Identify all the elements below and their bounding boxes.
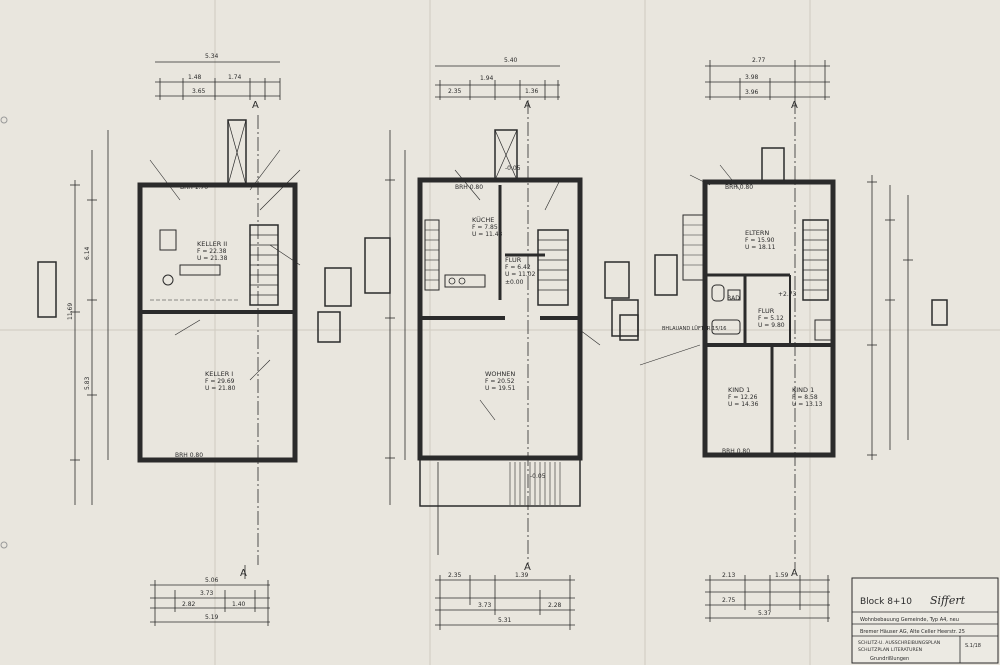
office-line: SCHLITZPLAN LITERATUREN bbox=[858, 647, 922, 653]
keller-side-dim: 6.14 bbox=[84, 246, 91, 260]
keller-plan bbox=[37, 61, 352, 626]
og-bottom-dim: 2.75 bbox=[722, 597, 736, 604]
og-room-perimeter: U = 13.13 bbox=[792, 401, 823, 408]
og-room-name: KIND 1 bbox=[728, 386, 750, 394]
eg-room-area: F = 6.42 bbox=[505, 264, 531, 271]
eg-top-dim: 2.35 bbox=[448, 88, 462, 95]
eg-room-perimeter: U = 11.43 bbox=[472, 231, 503, 238]
punch-hole bbox=[0, 541, 8, 549]
eg-bottom-dim: 2.28 bbox=[548, 602, 562, 609]
og-top-dim: 3.98 bbox=[745, 74, 759, 81]
keller-brh-bottom: BRH 0.80 bbox=[175, 452, 203, 459]
keller-side-dim: 5.83 bbox=[84, 376, 91, 390]
eg-bottom-dim: 2.35 bbox=[448, 572, 462, 579]
eg-level: -0.05 bbox=[530, 473, 546, 480]
og-text: A A ELTERN F = 15.90 U = 18.11 BAD FLUR … bbox=[662, 57, 823, 617]
sheet-code: S.1/18 bbox=[965, 643, 981, 649]
og-section-mark-top: A bbox=[791, 100, 798, 111]
keller-room-name: KELLER I bbox=[205, 370, 233, 378]
eg-bottom-dim: 5.31 bbox=[498, 617, 512, 624]
og-room-area: F = 5.12 bbox=[758, 315, 784, 322]
keller-top-dim: 5.34 bbox=[205, 53, 219, 60]
og-bottom-dim: 2.13 bbox=[722, 572, 736, 579]
og-top-dim: 3.96 bbox=[745, 89, 759, 96]
og-section-mark-bottom: A bbox=[791, 568, 798, 579]
keller-room-area: F = 22.38 bbox=[197, 248, 227, 255]
keller-brh-top: BRH 1.70 bbox=[180, 184, 208, 191]
og-room-area: F = 12.26 bbox=[728, 394, 758, 401]
keller-side-dim: 11.69 bbox=[67, 303, 74, 320]
title-block: Block 8+10 Siffert Wohnbebauung Gemeinde… bbox=[851, 577, 999, 664]
eg-top-dim: 5.40 bbox=[504, 57, 518, 64]
og-room-area: F = 15.90 bbox=[745, 237, 775, 244]
eg-room-area: F = 20.52 bbox=[485, 378, 515, 385]
project-name: Wohnbebauung Gemeinde, Typ A4, neu bbox=[860, 617, 959, 623]
og-room-perimeter: U = 14.36 bbox=[728, 401, 759, 408]
og-brh-top: BRH 0.80 bbox=[725, 184, 753, 191]
signature: Siffert bbox=[930, 594, 966, 607]
keller-room-area: F = 29.69 bbox=[205, 378, 235, 385]
block-label: Block 8+10 bbox=[860, 597, 912, 607]
og-room-perimeter: U = 9.80 bbox=[758, 322, 785, 329]
og-room-name: ELTERN bbox=[745, 229, 769, 237]
keller-bottom-dim: 5.06 bbox=[205, 577, 219, 584]
eg-room-name: KÜCHE bbox=[472, 215, 494, 224]
og-room-name: KIND 1 bbox=[792, 386, 814, 394]
eg-top-dim: 1.36 bbox=[525, 88, 539, 95]
eg-section-mark-top: A bbox=[524, 100, 531, 111]
sheet-name: Grundrißlungen bbox=[870, 656, 909, 662]
punch-hole bbox=[0, 116, 8, 124]
keller-room-perimeter: U = 21.38 bbox=[197, 255, 228, 262]
keller-bottom-dim: 1.40 bbox=[232, 601, 246, 608]
og-bottom-dim: 1.59 bbox=[775, 572, 789, 579]
keller-text: A A KELLER II F = 22.38 U = 21.38 KELLER… bbox=[67, 53, 259, 621]
title-block-frame bbox=[851, 577, 999, 664]
keller-section-mark-bottom: A bbox=[240, 568, 247, 579]
obergeschoss-plan bbox=[619, 60, 948, 622]
keller-bottom-dim: 3.73 bbox=[200, 590, 214, 597]
eg-bottom-dim: 3.73 bbox=[478, 602, 492, 609]
eg-room-perimeter: U = 11.02 bbox=[505, 271, 536, 278]
keller-section-mark-top: A bbox=[252, 100, 259, 111]
eg-level: -0.05 bbox=[505, 165, 521, 172]
og-top-dim: 2.77 bbox=[752, 57, 766, 64]
og-room-perimeter: U = 18.11 bbox=[745, 244, 776, 251]
og-room-name: FLUR bbox=[758, 307, 775, 315]
og-level: +2.73 bbox=[778, 291, 797, 298]
eg-section-mark-bottom: A bbox=[524, 562, 531, 573]
eg-room-name: WOHNEN bbox=[485, 370, 515, 378]
eg-room-perimeter: U = 19.51 bbox=[485, 385, 516, 392]
eg-brh-top: BRH 0.80 bbox=[455, 184, 483, 191]
og-brh-bottom: BRH 0.80 bbox=[722, 448, 750, 455]
office-line: SCHLITZ-U. AUSSCHREIBUNGSPLAN bbox=[858, 640, 940, 646]
keller-top-dim: 1.74 bbox=[228, 74, 242, 81]
og-room-name: BAD bbox=[727, 295, 740, 302]
eg-room-area: F = 7.85 bbox=[472, 224, 498, 231]
keller-room-perimeter: U = 21.80 bbox=[205, 385, 236, 392]
keller-bottom-dim: 5.19 bbox=[205, 614, 219, 621]
keller-room-name: KELLER II bbox=[197, 240, 227, 248]
keller-bottom-dim: 2.82 bbox=[182, 601, 196, 608]
keller-outer-wall bbox=[137, 182, 298, 463]
eg-top-dim: 1.94 bbox=[480, 75, 494, 82]
erdgeschoss-plan bbox=[364, 65, 639, 630]
og-room-area: F = 8.58 bbox=[792, 394, 818, 401]
keller-top-dim: 3.65 bbox=[192, 88, 206, 95]
eg-bottom-dim: 1.39 bbox=[515, 572, 529, 579]
og-bottom-dim: 5.37 bbox=[758, 610, 772, 617]
og-vent-note: BHLAUAND LÜFTER 15/16 bbox=[662, 325, 726, 332]
eg-level: ±0.00 bbox=[505, 279, 524, 286]
keller-top-dim: 1.48 bbox=[188, 74, 202, 81]
client-name: Bremer Häuser AG, Alte Celler Heerstr. 2… bbox=[860, 629, 965, 635]
eg-text: A A KÜCHE F = 7.85 U = 11.43 FLUR F = 6.… bbox=[448, 57, 562, 624]
eg-room-name: FLUR bbox=[505, 256, 522, 264]
